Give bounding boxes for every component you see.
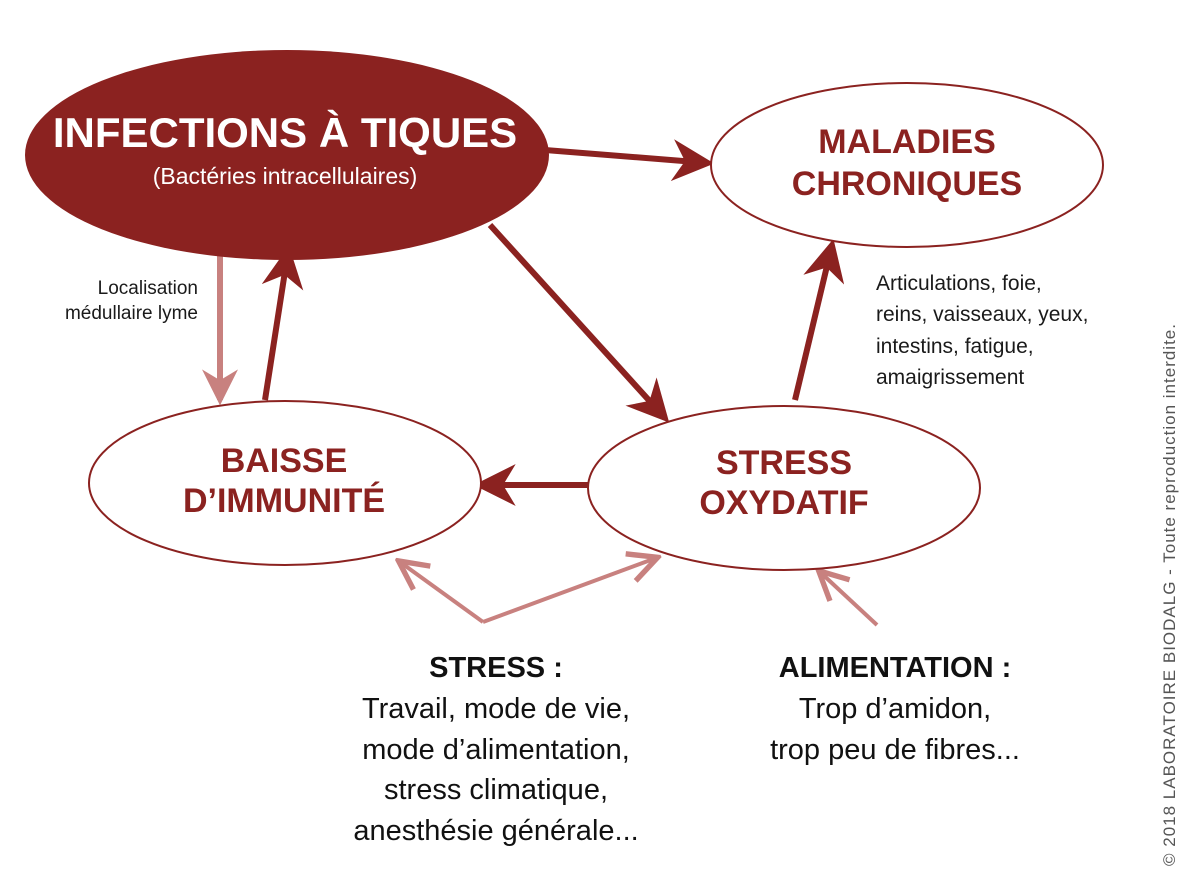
arrow-baisse-to-infections xyxy=(261,245,304,401)
note-symptoms-line2: reins, vaisseaux, yeux, xyxy=(876,303,1088,326)
arrows xyxy=(202,139,879,627)
factor-alimentation-line2: trop peu de fibres... xyxy=(770,734,1020,766)
note-localisation-line2: médullaire lyme xyxy=(65,303,198,324)
factor-stress-line1: Travail, mode de vie, xyxy=(362,693,630,725)
factor-stress-title: STRESS : xyxy=(429,652,563,684)
node-stress-oxydatif-shape xyxy=(587,405,981,571)
factor-alimentation: ALIMENTATION : Trop d’amidon, trop peu d… xyxy=(770,652,1020,766)
node-baisse-line2: D’IMMUNITÉ xyxy=(183,482,385,520)
node-baisse: BAISSE D’IMMUNITÉ xyxy=(88,400,482,566)
node-stress-oxydatif-line1: STRESS xyxy=(716,444,852,482)
arrow-stress-oxydatif-to-maladies xyxy=(792,238,845,401)
factor-stress-line4: anesthésie générale... xyxy=(353,815,638,847)
note-symptoms-line4: amaigrissement xyxy=(876,366,1024,389)
arrow-stress-factor-to-stress-oxydatif xyxy=(482,558,656,624)
arrow-infections-to-maladies xyxy=(544,139,715,182)
copyright-notice: © 2018 LABORATOIRE BIODALG - Toute repro… xyxy=(1160,323,1179,866)
factor-alimentation-title: ALIMENTATION : xyxy=(779,652,1012,684)
node-maladies-shape xyxy=(710,82,1104,248)
arrow-stress-factor-to-baisse xyxy=(400,562,485,624)
note-symptoms: Articulations, foie, reins, vaisseaux, y… xyxy=(876,272,1088,389)
arrow-infections-to-stress-oxydatif xyxy=(487,222,670,423)
node-maladies-line2: CHRONIQUES xyxy=(792,165,1022,203)
node-infections-shape xyxy=(25,50,549,260)
node-stress-oxydatif: STRESS OXYDATIF xyxy=(587,405,981,571)
node-infections: INFECTIONS À TIQUES (Bactéries intracell… xyxy=(25,50,549,260)
note-localisation: Localisation médullaire lyme xyxy=(65,278,198,324)
node-baisse-line1: BAISSE xyxy=(221,442,348,480)
note-localisation-line1: Localisation xyxy=(98,278,198,299)
arrow-alimentation-to-stress-oxydatif xyxy=(820,572,879,627)
factor-stress-line3: stress climatique, xyxy=(384,774,608,806)
factor-stress-line2: mode d’alimentation, xyxy=(362,734,630,766)
node-maladies-line1: MALADIES xyxy=(818,123,996,161)
node-infections-subtitle: (Bactéries intracellulaires) xyxy=(153,163,418,189)
node-stress-oxydatif-line2: OXYDATIF xyxy=(699,484,868,522)
note-symptoms-line3: intestins, fatigue, xyxy=(876,335,1034,358)
node-maladies: MALADIES CHRONIQUES xyxy=(710,82,1104,248)
node-infections-title: INFECTIONS À TIQUES xyxy=(53,109,517,156)
factor-stress: STRESS : Travail, mode de vie, mode d’al… xyxy=(353,652,638,847)
factor-alimentation-line1: Trop d’amidon, xyxy=(799,693,991,725)
note-symptoms-line1: Articulations, foie, xyxy=(876,272,1042,295)
node-baisse-shape xyxy=(88,400,482,566)
